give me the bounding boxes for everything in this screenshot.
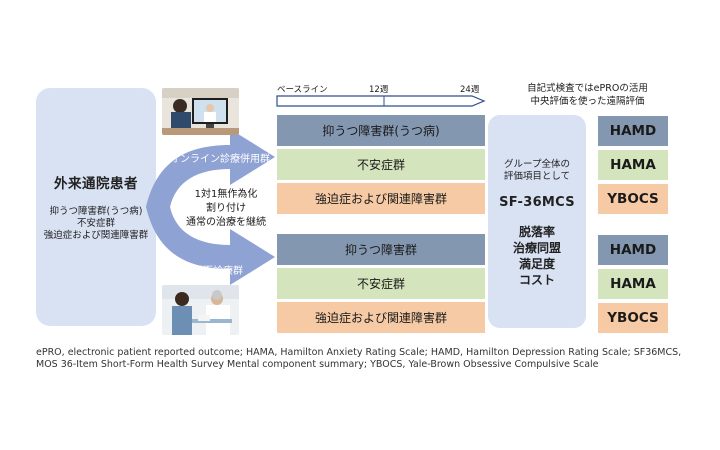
inperson-group-ocd: 強迫症および関連障害群 bbox=[277, 302, 485, 333]
branch-arrows bbox=[146, 129, 275, 285]
group-outcomes-caption: グループ全体の 評価項目として bbox=[504, 159, 570, 183]
group-outcomes-list: 脱落率 治療同盟 満足度 コスト bbox=[513, 224, 561, 288]
telemedicine-video-call-photo bbox=[162, 88, 239, 135]
patient-condition: 不安症群 bbox=[76, 218, 115, 229]
scale-ybocs-inperson: YBOCS bbox=[598, 303, 668, 333]
assessment-note-line: 中央評価を使った遠隔評価 bbox=[530, 96, 645, 107]
group-outcome-item: コスト bbox=[518, 273, 555, 287]
assessment-note-line: 自記式検査ではePROの活用 bbox=[527, 83, 648, 94]
in-person-consultation-photo bbox=[162, 285, 239, 335]
online-arm-arrow bbox=[146, 129, 275, 207]
group-outcomes-caption-line: 評価項目として bbox=[503, 171, 571, 182]
scale-hamd-inperson: HAMD bbox=[598, 235, 668, 265]
sf36mcs-label: SF-36MCS bbox=[499, 195, 575, 210]
online-group-anxiety: 不安症群 bbox=[277, 149, 485, 180]
timeline-week12-label: 12週 bbox=[369, 85, 389, 95]
patient-condition: 抑うつ障害群(うつ病) bbox=[49, 206, 143, 217]
randomization-text: 1対1無作為化 割り付け 通常の治療を継続 bbox=[176, 188, 276, 230]
inperson-group-depression: 抑うつ障害群 bbox=[277, 234, 485, 265]
online-group-depression: 抑うつ障害群(うつ病) bbox=[277, 115, 485, 146]
patient-box: 外来通院患者 抑うつ障害群(うつ病) 不安症群 強迫症および関連障害群 bbox=[36, 88, 156, 326]
patient-title: 外来通院患者 bbox=[54, 176, 138, 192]
assessment-note: 自記式検査ではePROの活用 中央評価を使った遠隔評価 bbox=[500, 82, 675, 108]
timeline-week24-label: 24週 bbox=[460, 85, 480, 95]
randomization-line: 割り付け bbox=[206, 203, 246, 214]
inperson-arm-arrow bbox=[146, 207, 275, 285]
online-arm-label: オンライン診療併用群 bbox=[170, 154, 270, 165]
inperson-arm-label: 対面診療群 bbox=[193, 266, 243, 277]
timeline-arrow bbox=[276, 95, 486, 107]
group-outcome-item: 満足度 bbox=[518, 257, 555, 271]
randomization-line: 通常の治療を継続 bbox=[186, 217, 266, 228]
group-outcome-item: 治療同盟 bbox=[512, 241, 561, 255]
abbreviations-footnote: ePRO, electronic patient reported outcom… bbox=[36, 347, 696, 371]
randomization-line: 1対1無作為化 bbox=[194, 189, 258, 200]
footnote-line: MOS 36-Item Short-Form Health Survey Men… bbox=[36, 359, 599, 370]
inperson-group-anxiety: 不安症群 bbox=[277, 268, 485, 299]
scale-hamd-online: HAMD bbox=[598, 116, 668, 146]
footnote-line: ePRO, electronic patient reported outcom… bbox=[36, 347, 682, 358]
scale-hama-inperson: HAMA bbox=[598, 269, 668, 299]
scale-ybocs-online: YBOCS bbox=[598, 184, 668, 214]
online-group-ocd: 強迫症および関連障害群 bbox=[277, 183, 485, 214]
scale-hama-online: HAMA bbox=[598, 150, 668, 180]
group-outcome-item: 脱落率 bbox=[518, 225, 555, 239]
group-outcomes-panel: グループ全体の 評価項目として SF-36MCS 脱落率 治療同盟 満足度 コス… bbox=[488, 115, 586, 328]
timeline-baseline-label: ベースライン bbox=[277, 85, 328, 95]
group-outcomes-caption-line: グループ全体の bbox=[504, 159, 570, 170]
patient-condition: 強迫症および関連障害群 bbox=[43, 230, 149, 241]
